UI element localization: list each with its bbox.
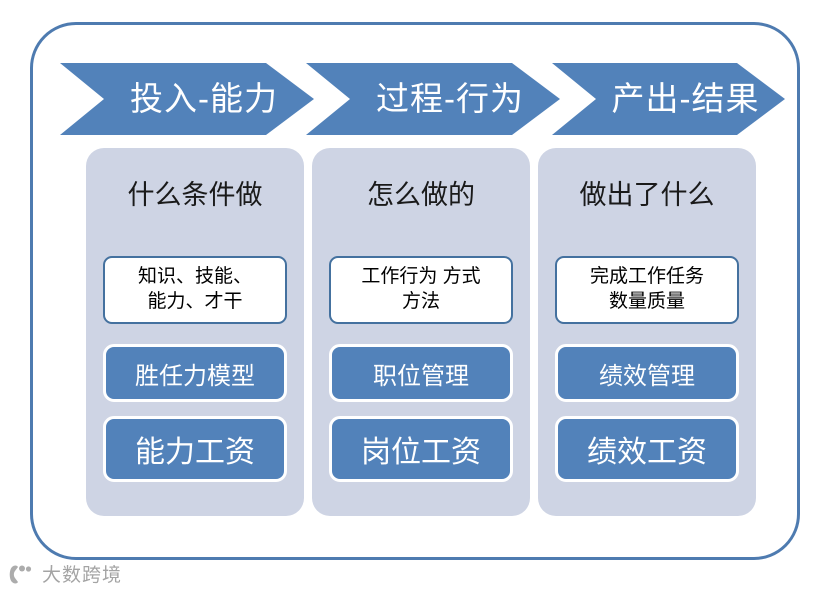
column-panel-process: 怎么做的 工作行为 方式方法 职位管理 岗位工资 — [312, 148, 530, 516]
column-detail-card-input: 知识、技能、能力、才干 — [103, 256, 287, 325]
chevron-stage-input-label: 投入-能力 — [130, 79, 278, 117]
watermark: 大数跨境 — [8, 564, 122, 586]
column-heading-process: 怎么做的 — [367, 180, 475, 210]
column-detail-card-process: 工作行为 方式方法 — [329, 256, 513, 325]
column-heading-input: 什么条件做 — [127, 180, 263, 210]
column-pay-card-input[interactable]: 能力工资 — [103, 416, 287, 482]
column-system-card-input[interactable]: 胜任力模型 — [103, 344, 287, 402]
paw-logo-icon — [8, 564, 36, 586]
column-system-card-process[interactable]: 职位管理 — [329, 344, 513, 402]
chevron-stage-output[interactable]: 产出-结果 — [552, 63, 785, 135]
column-panel-input: 什么条件做 知识、技能、能力、才干 胜任力模型 能力工资 — [86, 148, 304, 516]
chevron-stage-output-label: 产出-结果 — [611, 79, 760, 117]
column-heading-output: 做出了什么 — [579, 180, 715, 210]
column-detail-card-output: 完成工作任务数量质量 — [555, 256, 739, 325]
column-pay-card-process[interactable]: 岗位工资 — [329, 416, 513, 482]
column-system-card-output[interactable]: 绩效管理 — [555, 344, 739, 402]
column-pay-card-output[interactable]: 绩效工资 — [555, 416, 739, 482]
chevron-stage-process[interactable]: 过程-行为 — [306, 63, 560, 135]
chevron-stage-process-label: 过程-行为 — [376, 79, 524, 117]
watermark-text: 大数跨境 — [42, 564, 123, 586]
process-chevron-band: 投入-能力 过程-行为 产出-结果 — [60, 63, 785, 135]
chevron-stage-input[interactable]: 投入-能力 — [60, 63, 314, 135]
column-panel-output: 做出了什么 完成工作任务数量质量 绩效管理 绩效工资 — [538, 148, 756, 516]
